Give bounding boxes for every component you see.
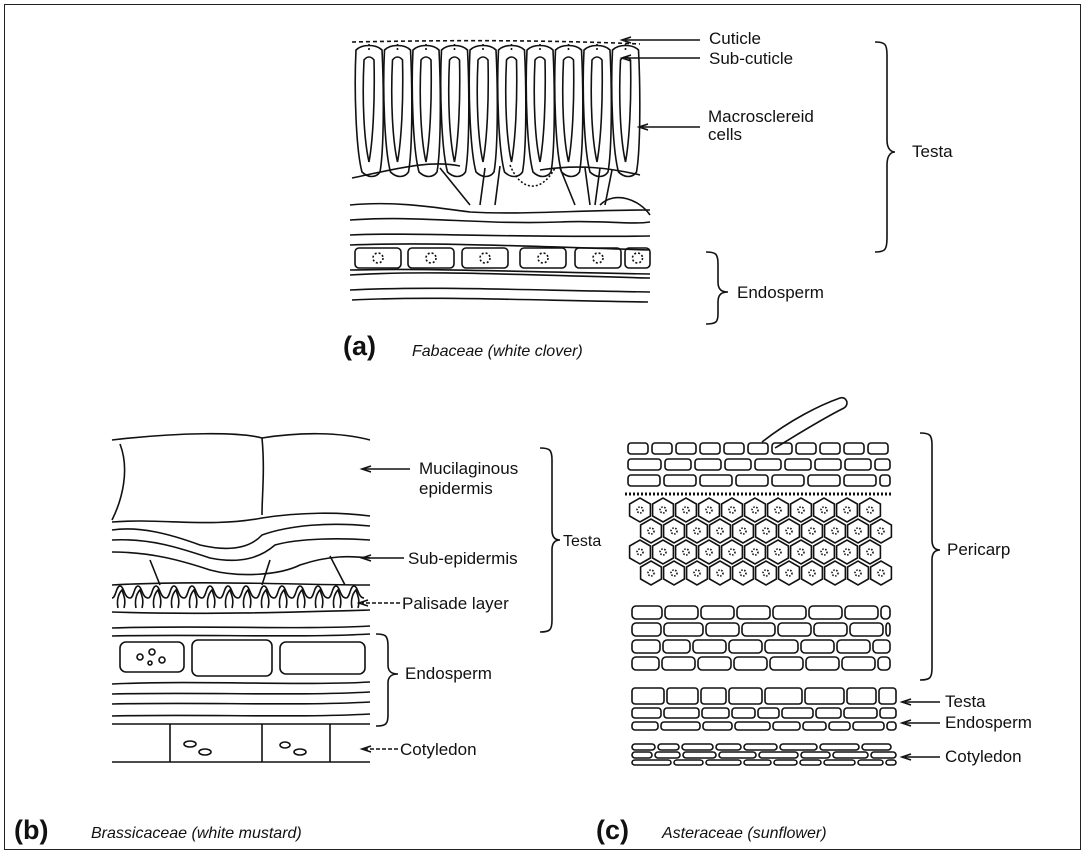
panel-c-letter: (c) [596,817,629,844]
panel-a-letter: (a) [343,333,376,360]
label-cotyledon-c: Cotyledon [945,748,1022,765]
testa-endosperm-cells [632,688,896,765]
palisade-cells [112,586,364,608]
label-endosperm-b: Endosperm [405,665,492,682]
endosperm-cells-a [350,244,650,274]
label-cuticle: Cuticle [709,30,761,47]
label-macrosclereid-line1: Macrosclereid [708,108,814,125]
label-endosperm-a: Endosperm [737,284,824,301]
label-testa-b: Testa [563,533,601,550]
label-testa-a: Testa [912,143,953,160]
label-pericarp: Pericarp [947,541,1010,558]
pericarp-inner-cells [632,606,890,670]
label-cotyledon-b: Cotyledon [400,741,477,758]
label-mucilaginous-line2: epidermis [419,480,493,497]
label-testa-c: Testa [945,693,986,710]
label-macrosclereid-line2: cells [708,126,742,143]
pericarp-outer-cells [628,443,890,486]
panel-c-caption: Asteraceae (sunflower) [662,825,827,843]
label-sub-cuticle: Sub-cuticle [709,50,793,67]
label-sub-epidermis: Sub-epidermis [408,550,518,567]
label-palisade-layer: Palisade layer [402,595,509,612]
label-mucilaginous-line1: Mucilaginous [419,460,518,477]
label-endosperm-c: Endosperm [945,714,1032,731]
pericarp-honeycomb-cells [630,498,892,585]
panel-b-caption: Brassicaceae (white mustard) [91,825,302,843]
panel-c-drawing [625,398,940,765]
panel-a-caption: Fabaceae (white clover) [412,343,583,361]
macrosclereid-cells [355,44,640,177]
panel-a-drawing [350,37,895,324]
panel-b-letter: (b) [14,817,48,844]
